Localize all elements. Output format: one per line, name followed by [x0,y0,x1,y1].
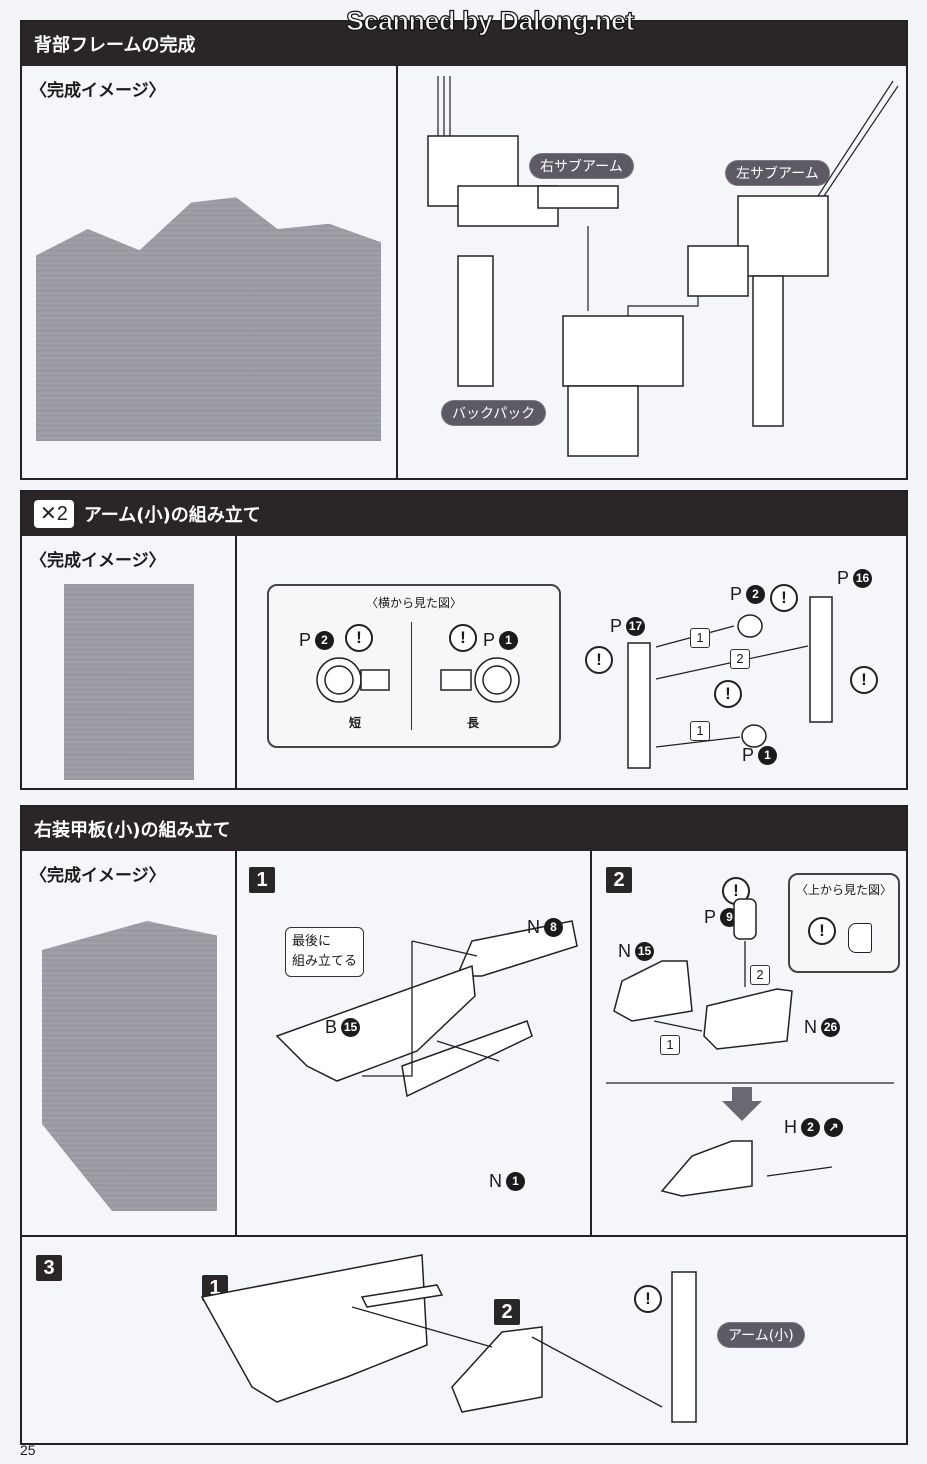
quantity-badge: ✕2 [34,500,74,528]
callout-assemble-last: 最後に 組み立てる [285,927,365,977]
peg-right-diagram [440,657,520,703]
completed-image-panel: 〈完成イメージ〉 [22,66,398,478]
peg-left-diagram [316,657,390,703]
side-view-box: 〈横から見た図〉 P 2 ! 短 ! P 1 長 [267,584,561,748]
warning-icon: ! [585,646,613,674]
part-label-p16: P 16 [837,568,873,589]
peg-top-shape [848,923,872,953]
order-mark: 2 [750,965,770,985]
top-view-box: 〈上から見た図〉 ! [788,873,900,973]
warning-icon: ! [850,666,878,694]
order-mark: 2 [730,649,750,669]
completed-image-photo [42,921,217,1211]
hand-assembly-icon: ↗ [824,1118,843,1137]
completed-image-label: 〈完成イメージ〉 [30,81,166,101]
label-right-sub-arm: 右サブアーム [530,154,633,178]
section-title-text: アーム(小)の組み立て [83,505,261,526]
part-label-n26: N 26 [804,1017,840,1038]
step-3-diagram [200,1254,697,1423]
section-back-frame: 背部フレームの完成 〈完成イメージ〉 右サブア [20,20,908,480]
step-number: 1 [249,867,275,893]
completed-image-label: 〈完成イメージ〉 [30,551,166,571]
step-1-panel: 1 最後に 組み立てる N 8 B 15 N 1 [237,851,592,1235]
part-label-n15: N 15 [618,941,654,962]
warning-icon: ! [714,680,742,708]
completed-image-panel: 〈完成イメージ〉 [22,851,237,1235]
completed-image-label: 〈完成イメージ〉 [30,866,166,886]
section-title: ✕2 アーム(小)の組み立て [22,492,906,536]
section-title: 右装甲板(小)の組み立て [22,807,906,851]
step-2-panel: 2 〈上から見た図〉 ! ! P 9 N 15 N 26 H 2 ↗ 2 1 [592,851,906,1235]
warning-icon: ! [449,624,477,652]
step-1-diagram [275,920,578,1098]
label-arm-small: アーム(小) [718,1323,804,1347]
sub-step-number: 2 [494,1299,520,1325]
order-mark: 1 [660,1035,680,1055]
part-label-b15: B 15 [325,1017,361,1038]
side-view-title: 〈横から見た図〉 [365,596,462,610]
assembly-diagram [427,76,899,457]
divider [411,622,412,730]
section-arm-small: ✕2 アーム(小)の組み立て 〈完成イメージ〉 〈横から見た図〉 P 2 ! 短… [20,490,908,790]
part-label: P 2 [299,630,335,651]
part-label: P 1 [483,630,519,651]
warning-icon: ! [770,584,798,612]
top-view-title: 〈上から見た図〉 [795,883,892,897]
step-number: 2 [606,867,632,893]
warning-icon: ! [808,917,836,945]
watermark: Scanned by Dalong.net [345,5,635,36]
completed-image-photo [36,197,381,441]
order-mark: 1 [690,721,710,741]
part-label-p1: P 1 [742,745,778,766]
part-label-n8: N 8 [527,917,563,938]
part-label-p17: P 17 [610,616,646,637]
step-3-panel: 3 1 2 ! アーム(小) [22,1235,906,1445]
arm-assembly-diagram [627,596,833,769]
order-mark: 1 [690,628,710,648]
label-left-sub-arm: 左サブアーム [726,161,829,185]
section-title: 背部フレームの完成 [22,22,906,66]
page-number: 25 [20,1442,36,1458]
completed-image-photo [64,584,194,780]
part-label-h2: H 2 ↗ [784,1117,843,1138]
completed-image-panel: 〈完成イメージ〉 [22,536,237,788]
part-label-p9: P 9 [704,907,740,928]
part-label-n1: N 1 [489,1171,525,1192]
long-label: 長 [467,716,480,730]
part-label-p2: P 2 [730,584,766,605]
section-right-armor-small: 右装甲板(小)の組み立て 〈完成イメージ〉 1 最後に 組み立てる N 8 [20,805,908,1445]
step-2-diagram [606,898,894,1197]
warning-icon: ! [345,624,373,652]
label-backpack: バックパック [442,401,546,425]
assembly-diagram-panel: 右サブアーム 左サブアーム バックパック [398,66,906,478]
short-label: 短 [349,716,362,730]
warning-icon: ! [634,1285,662,1313]
step-number: 3 [36,1255,62,1281]
